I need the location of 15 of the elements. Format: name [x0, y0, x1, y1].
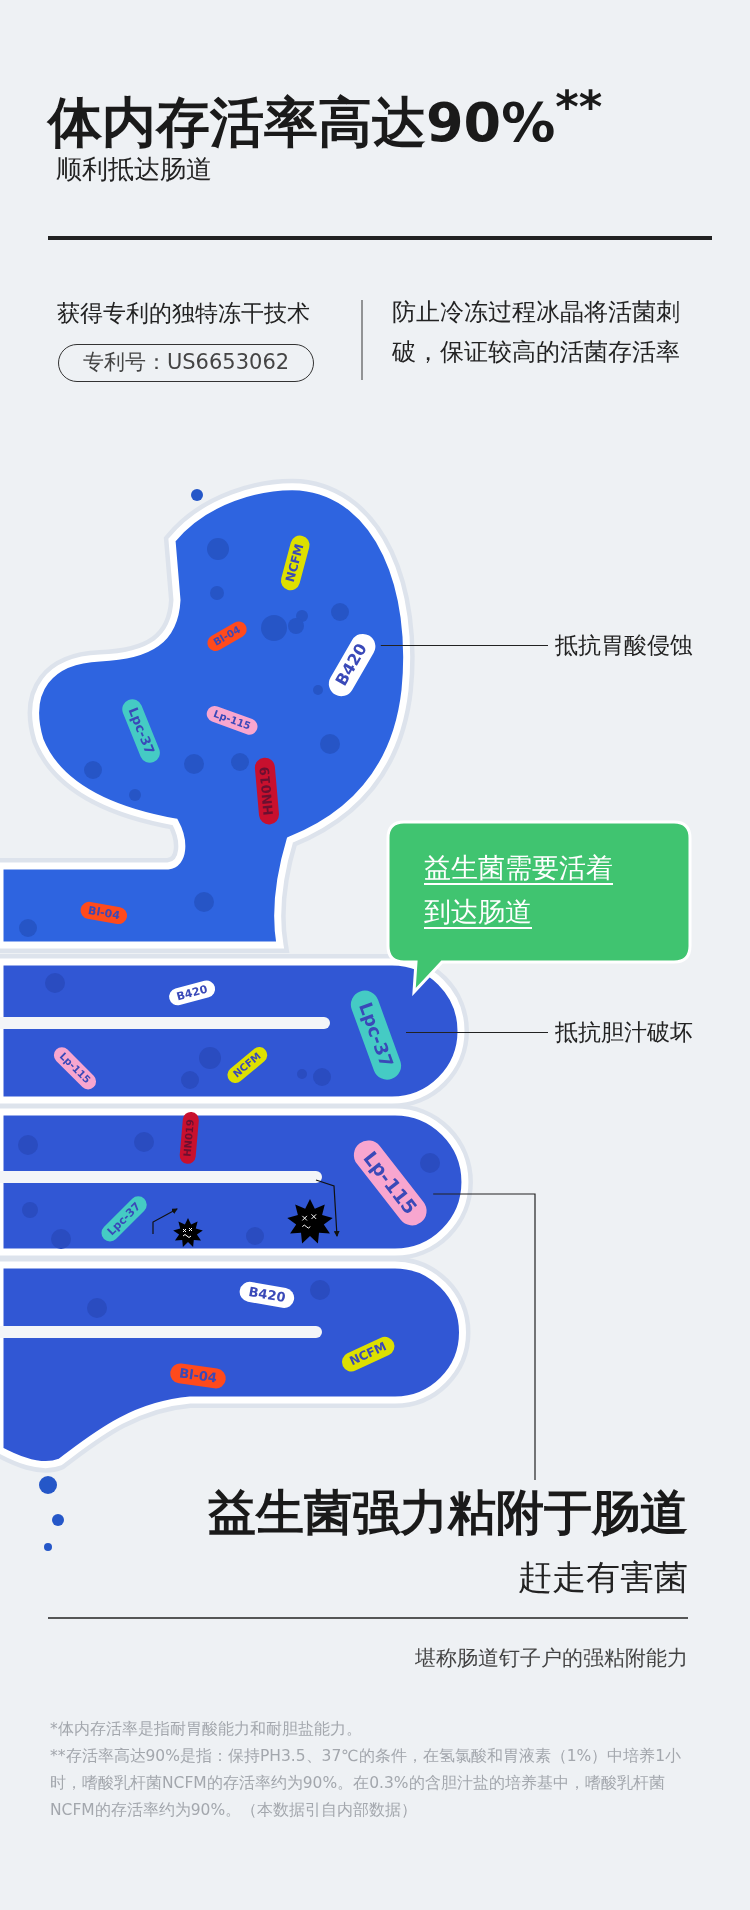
- speech-bubble: 益生菌需要活着到达肠道: [386, 820, 692, 996]
- footnote: *体内存活率是指耐胃酸能力和耐胆盐能力。: [50, 1719, 363, 1740]
- title: 体内存活率高达90%$^{**}$: [48, 80, 603, 156]
- leader-line: [432, 1193, 536, 1481]
- tagline: 堪称肠道钉子户的强粘附能力: [415, 1645, 688, 1672]
- description-text: 防止冷冻过程冰晶将活菌刺破，保证较高的活菌存活率: [392, 297, 681, 368]
- subtitle: 顺利抵达肠道: [56, 153, 212, 186]
- heading: 益生菌强力粘附于肠道: [208, 1482, 688, 1542]
- callout-text: 抵抗胃酸侵蚀: [555, 630, 693, 661]
- leader-line: [405, 1031, 549, 1034]
- footnote: **存活率高达90%是指：保持PH3.5、37℃的条件，在氢氯酸和胃液素（1%）中培养1小时，嗜酸乳杆菌NCFM的存活率约为90%。在0.3%的含胆汁盐的培养基中，嗜酸乳杆菌NCFM的存活率约为90%。（本数据引自内部数据）: [50, 1746, 682, 1821]
- feature-text: 获得专利的独特冻干技术: [57, 299, 310, 328]
- callout-text: 抵抗胆汁破坏: [555, 1017, 693, 1048]
- subheading: 赶走有害菌: [518, 1556, 688, 1599]
- leader-line: [380, 644, 549, 647]
